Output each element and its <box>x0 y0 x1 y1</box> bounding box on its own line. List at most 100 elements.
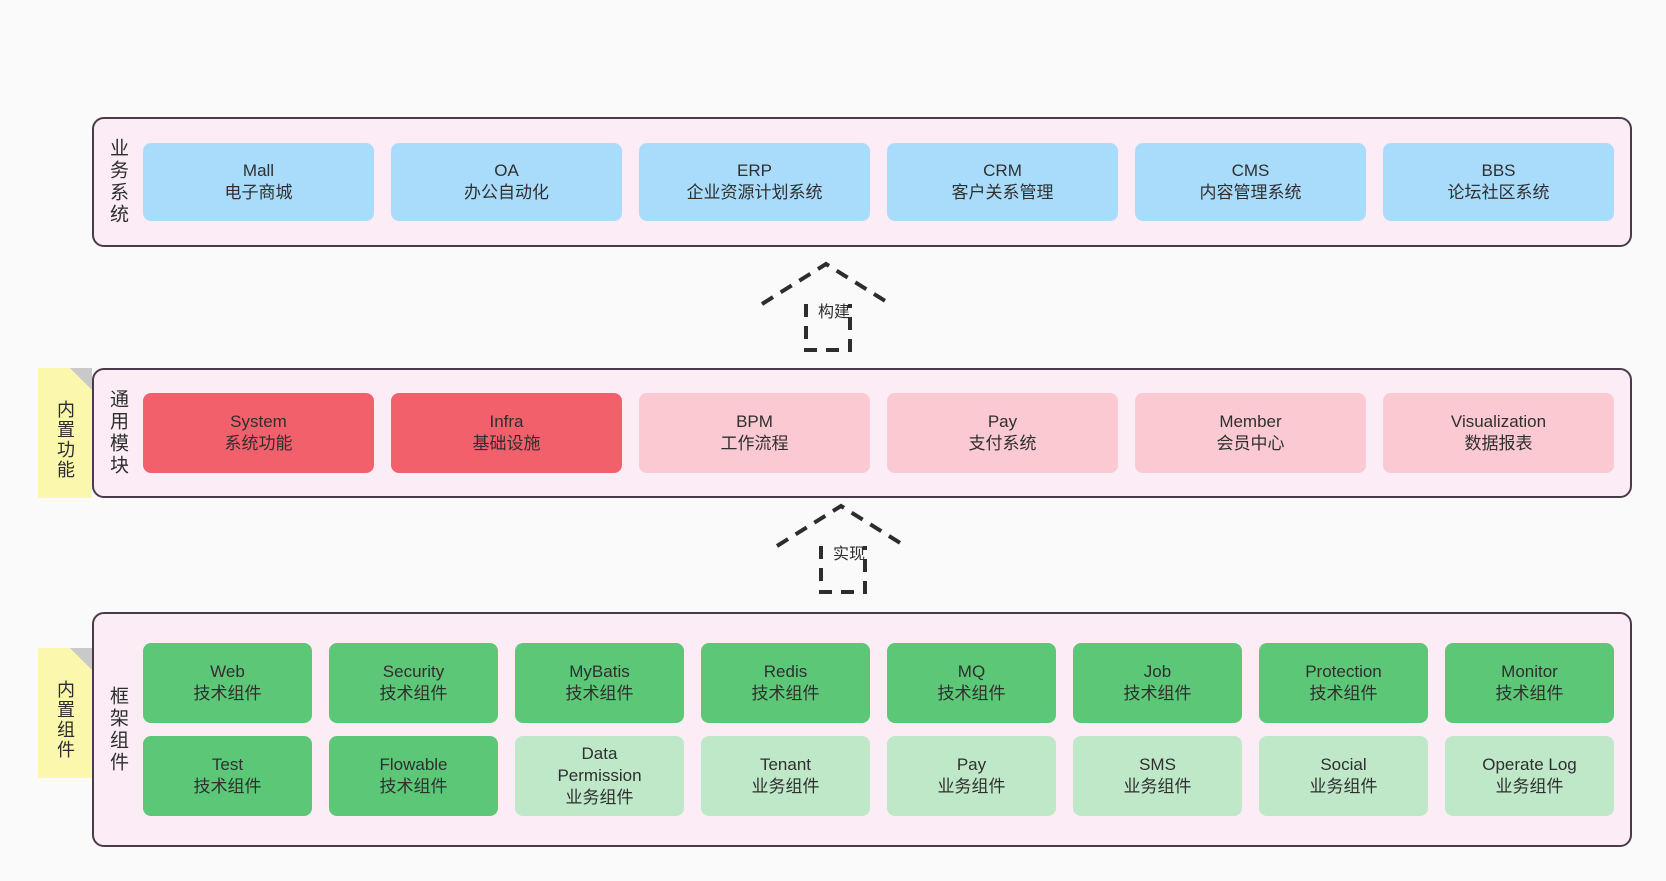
cell-job[interactable]: Job 技术组件 <box>1073 643 1242 723</box>
cell-title: Social <box>1320 755 1367 775</box>
cell-crm[interactable]: CRM 客户关系管理 <box>887 143 1118 221</box>
cell-system[interactable]: System 系统功能 <box>143 393 374 473</box>
cell-subtitle: 技术组件 <box>193 684 262 703</box>
cell-subtitle: 电子商城 <box>224 183 293 202</box>
cell-tenant[interactable]: Tenant 业务组件 <box>701 736 870 816</box>
cell-pay-component[interactable]: Pay 业务组件 <box>887 736 1056 816</box>
layer-label-common-modules: 通用模块 <box>107 389 128 477</box>
layer-label-framework-components: 框架组件 <box>107 685 128 774</box>
cell-title: CRM <box>983 161 1022 181</box>
cell-subtitle: 客户关系管理 <box>951 183 1054 202</box>
cell-subtitle: 办公自动化 <box>464 183 549 202</box>
cell-title: Job <box>1143 662 1172 682</box>
connector-build: 构建 <box>760 258 940 358</box>
cell-subtitle: 技术组件 <box>1495 684 1564 703</box>
cell-subtitle: 技术组件 <box>379 777 448 796</box>
cell-infra[interactable]: Infra 基础设施 <box>391 393 622 473</box>
cell-title: Protection <box>1305 662 1382 682</box>
cell-flowable[interactable]: Flowable 技术组件 <box>329 736 498 816</box>
cell-title: System <box>230 412 287 432</box>
cell-subtitle: 基础设施 <box>472 434 541 453</box>
cell-title: Mall <box>242 161 275 181</box>
cell-subtitle: 技术组件 <box>751 684 820 703</box>
cell-subtitle: 内容管理系统 <box>1199 183 1302 202</box>
layer-business-systems: 业务系统 Mall 电子商城 OA 办公自动化 ERP 企业资源计划系统 CRM… <box>92 117 1632 247</box>
cell-bbs[interactable]: BBS 论坛社区系统 <box>1383 143 1614 221</box>
cell-subtitle: 业务组件 <box>751 777 820 796</box>
cell-mq[interactable]: MQ 技术组件 <box>887 643 1056 723</box>
generalization-arrow-icon <box>775 503 907 594</box>
cell-subtitle: 业务组件 <box>1309 777 1378 796</box>
cell-title: SMS <box>1139 755 1176 775</box>
cell-subtitle: 技术组件 <box>193 777 262 796</box>
sticky-note-label: 内置功能 <box>55 400 75 480</box>
cell-sms[interactable]: SMS 业务组件 <box>1073 736 1242 816</box>
cell-visualization[interactable]: Visualization 数据报表 <box>1383 393 1614 473</box>
cell-social[interactable]: Social 业务组件 <box>1259 736 1428 816</box>
cell-subtitle: 论坛社区系统 <box>1447 183 1550 202</box>
cell-redis[interactable]: Redis 技术组件 <box>701 643 870 723</box>
cell-web[interactable]: Web 技术组件 <box>143 643 312 723</box>
cell-cms[interactable]: CMS 内容管理系统 <box>1135 143 1366 221</box>
cell-subtitle: 数据报表 <box>1464 434 1533 453</box>
cell-subtitle: 业务组件 <box>565 787 634 807</box>
cell-mall[interactable]: Mall 电子商城 <box>143 143 374 221</box>
cell-title: Flowable <box>379 755 448 775</box>
cell-title: Test <box>211 755 244 775</box>
cell-subtitle: 会员中心 <box>1216 434 1285 453</box>
cell-title: Security <box>382 662 445 682</box>
connector-implement-label: 实现 <box>833 546 866 563</box>
cell-subtitle: 企业资源计划系统 <box>686 183 823 202</box>
cell-security[interactable]: Security 技术组件 <box>329 643 498 723</box>
sticky-note-label: 内置组件 <box>55 680 75 760</box>
cell-title: OA <box>494 161 519 181</box>
common-modules-cell-grid: System 系统功能 Infra 基础设施 BPM 工作流程 Pay 支付系统… <box>135 393 1630 473</box>
cell-subtitle: 技术组件 <box>379 684 448 703</box>
business-systems-cell-grid: Mall 电子商城 OA 办公自动化 ERP 企业资源计划系统 CRM 客户关系… <box>135 143 1630 221</box>
cell-test[interactable]: Test 技术组件 <box>143 736 312 816</box>
cell-title: BBS <box>1481 161 1516 181</box>
cell-monitor[interactable]: Monitor 技术组件 <box>1445 643 1614 723</box>
cell-title: Redis <box>763 662 808 682</box>
cell-title: MyBatis <box>569 662 630 682</box>
cell-subtitle: 业务组件 <box>1123 777 1192 796</box>
sticky-note-builtin-features: 内置功能 <box>38 368 92 498</box>
cell-operate-log[interactable]: Operate Log 业务组件 <box>1445 736 1614 816</box>
cell-subtitle: 业务组件 <box>1495 777 1564 796</box>
cell-subtitle: 技术组件 <box>1309 684 1378 703</box>
cell-member[interactable]: Member 会员中心 <box>1135 393 1366 473</box>
connector-build-label: 构建 <box>818 304 851 321</box>
framework-components-cell-grid: Web 技术组件 Security 技术组件 MyBatis 技术组件 Redi… <box>135 643 1630 816</box>
cell-title: Pay <box>987 412 1018 432</box>
cell-mybatis[interactable]: MyBatis 技术组件 <box>515 643 684 723</box>
cell-title: Pay <box>956 755 987 775</box>
cell-bpm[interactable]: BPM 工作流程 <box>639 393 870 473</box>
generalization-arrow-icon <box>760 261 892 352</box>
cell-title: Web <box>210 662 245 682</box>
cell-data-permission[interactable]: Data Permission 业务组件 <box>515 736 684 816</box>
cell-subtitle: 技术组件 <box>937 684 1006 703</box>
cell-oa[interactable]: OA 办公自动化 <box>391 143 622 221</box>
layer-framework-components: 框架组件 Web 技术组件 Security 技术组件 MyBatis 技术组件… <box>92 612 1632 847</box>
cell-subtitle: 工作流程 <box>720 434 789 453</box>
cell-title: Visualization <box>1450 412 1547 432</box>
cell-subtitle: 技术组件 <box>565 684 634 703</box>
cell-title: Member <box>1219 412 1282 432</box>
cell-subtitle: 技术组件 <box>1123 684 1192 703</box>
cell-subtitle: 系统功能 <box>224 434 293 453</box>
sticky-note-builtin-components: 内置组件 <box>38 648 92 778</box>
layer-common-modules: 通用模块 System 系统功能 Infra 基础设施 BPM 工作流程 Pay… <box>92 368 1632 498</box>
cell-pay-module[interactable]: Pay 支付系统 <box>887 393 1118 473</box>
cell-title-cont: Permission <box>557 766 642 786</box>
cell-subtitle: 支付系统 <box>968 434 1037 453</box>
cell-erp[interactable]: ERP 企业资源计划系统 <box>639 143 870 221</box>
cell-title: MQ <box>957 662 986 682</box>
connector-implement: 实现 <box>775 500 955 600</box>
cell-protection[interactable]: Protection 技术组件 <box>1259 643 1428 723</box>
cell-title: Data <box>581 744 618 764</box>
layer-label-business-systems: 业务系统 <box>107 138 128 226</box>
cell-title: Infra <box>489 412 524 432</box>
cell-title: CMS <box>1231 161 1270 181</box>
cell-title: ERP <box>737 161 772 181</box>
